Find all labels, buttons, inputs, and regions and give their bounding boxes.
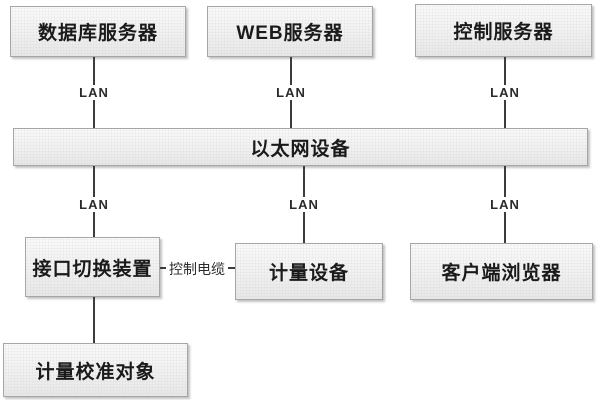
node-ethernet-device: 以太网设备 (13, 128, 588, 166)
edge-label-lan-metering: LAN (286, 197, 322, 212)
node-client-browser: 客户端浏览器 (410, 243, 593, 300)
node-control-server: 控制服务器 (415, 4, 592, 57)
node-metering-device: 计量设备 (235, 243, 383, 300)
node-interface-switch: 接口切换装置 (25, 237, 160, 297)
edge-label-lan-browser: LAN (487, 197, 523, 212)
node-database-server: 数据库服务器 (10, 6, 186, 57)
edge-interface-to-calibration (93, 297, 95, 343)
edge-label-lan-db: LAN (76, 85, 112, 100)
node-web-server: WEB服务器 (207, 6, 373, 57)
node-calibration-object: 计量校准对象 (3, 343, 188, 397)
edge-label-lan-control: LAN (487, 85, 523, 100)
edge-label-control-cable: 控制电缆 (166, 259, 228, 279)
edge-label-lan-interface: LAN (76, 197, 112, 212)
edge-label-lan-web: LAN (273, 85, 309, 100)
